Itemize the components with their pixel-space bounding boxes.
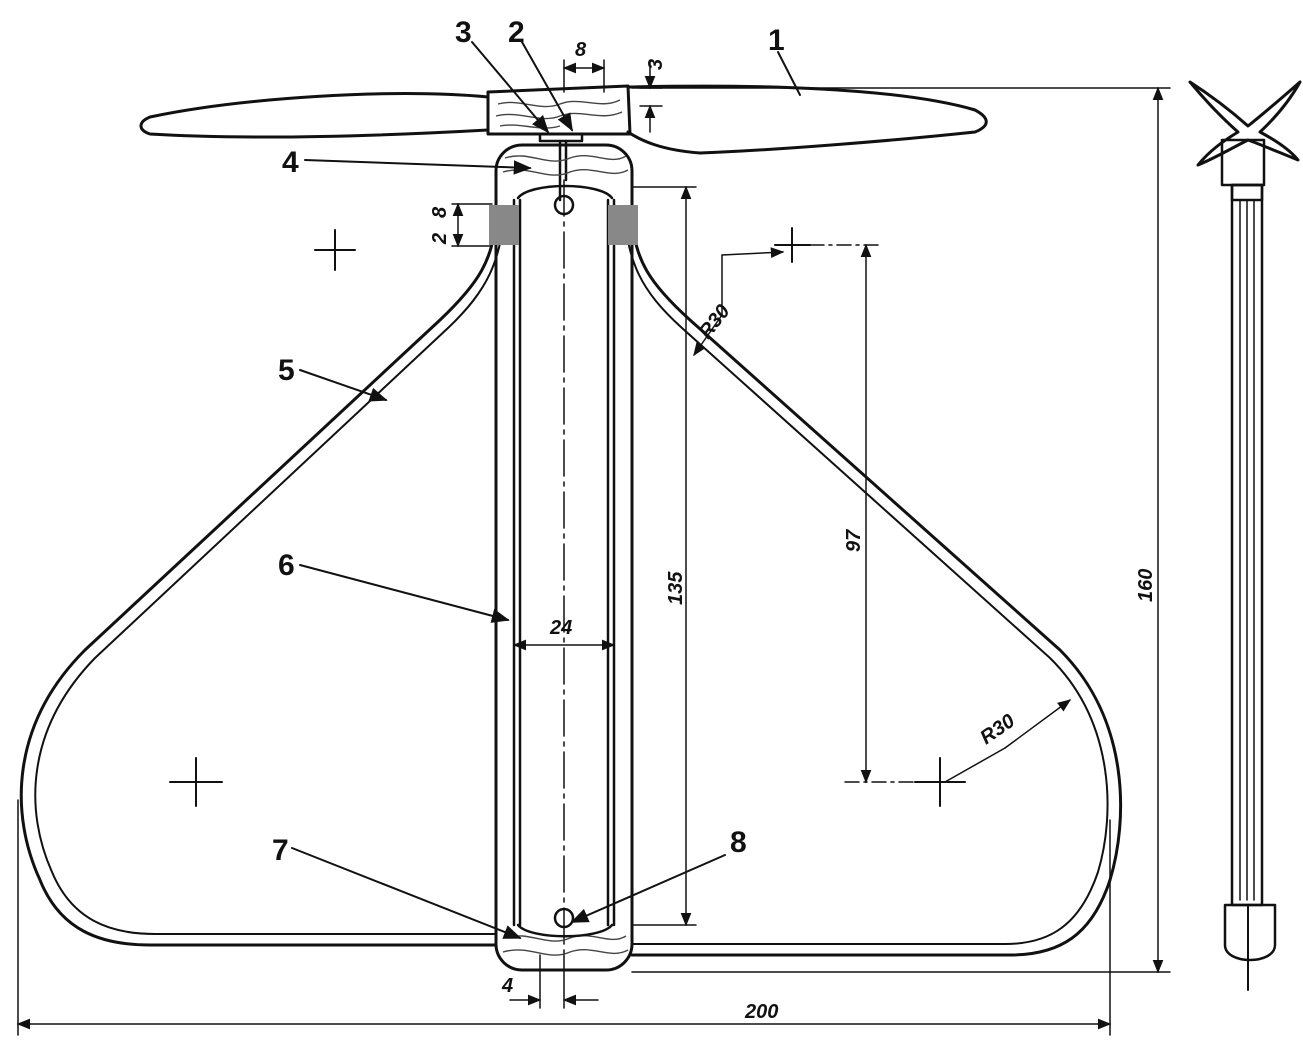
dim-24: 24 xyxy=(549,617,572,639)
part-label-1: 1 xyxy=(768,24,785,57)
part-label-2: 2 xyxy=(508,16,525,49)
part-label-8: 8 xyxy=(730,826,747,859)
dim-8-top: 8 xyxy=(575,39,587,61)
dim-200: 200 xyxy=(744,1001,778,1023)
central-frame xyxy=(489,143,638,972)
dim-8-side: 8 xyxy=(429,206,451,218)
part-label-4: 4 xyxy=(282,146,299,179)
leaders xyxy=(291,41,801,939)
dimension-lines xyxy=(16,59,1171,1036)
center-marks xyxy=(169,227,966,807)
part-label-6: 6 xyxy=(278,549,295,582)
dim-4: 4 xyxy=(501,975,513,997)
dim-135: 135 xyxy=(665,571,687,605)
part-label-3: 3 xyxy=(455,16,472,49)
wing-outline xyxy=(19,176,1123,957)
part-label-7: 7 xyxy=(272,834,289,867)
dim-3: 3 xyxy=(645,59,667,70)
part-label-5: 5 xyxy=(278,354,295,387)
dim-160: 160 xyxy=(1135,569,1157,602)
dim-97: 97 xyxy=(843,529,865,552)
dim-2: 2 xyxy=(429,233,451,245)
propeller xyxy=(139,84,988,155)
dim-r30-top: R30 xyxy=(695,301,735,343)
side-view xyxy=(1188,80,1302,991)
